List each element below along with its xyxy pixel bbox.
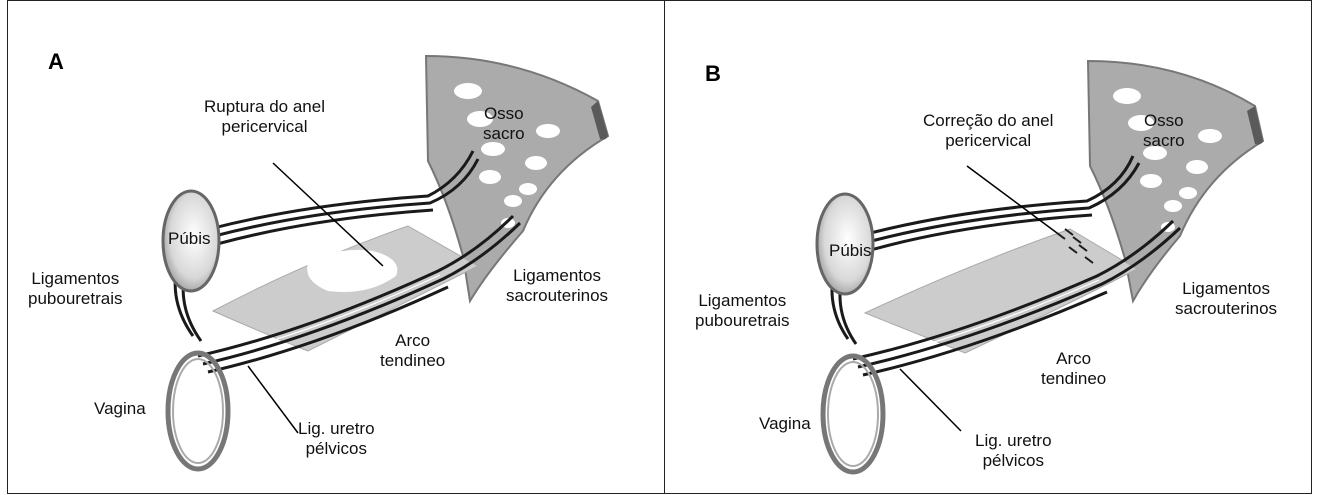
label-vagina: Vagina (759, 414, 811, 434)
panel-label-a: A (48, 49, 64, 75)
label-uterosacral-ligaments: Ligamentos sacrouterinos (506, 266, 608, 306)
label-urethropelvic-ligaments: Lig. uretro pélvicos (298, 419, 375, 459)
label-line: sacrouterinos (1175, 299, 1277, 319)
label-line: sacro (483, 124, 525, 144)
label-line: pubouretrais (28, 289, 123, 309)
label-line: Ligamentos (28, 269, 123, 289)
label-line: tendineo (380, 351, 445, 371)
label-arcus-tendineus: Arco tendineo (380, 331, 445, 371)
label-line: Arco (380, 331, 445, 351)
label-line: Osso (1143, 111, 1185, 131)
label-pubis: Púbis (168, 229, 211, 249)
label-line: sacro (1143, 131, 1185, 151)
label-uterosacral-ligaments: Ligamentos sacrouterinos (1175, 279, 1277, 319)
label-line: sacrouterinos (506, 286, 608, 306)
label-line: Arco (1041, 349, 1106, 369)
label-line: pericervical (204, 117, 325, 137)
label-urethropelvic-ligaments: Lig. uretro pélvicos (975, 431, 1052, 471)
label-line: Osso (483, 104, 525, 124)
label-pubis: Púbis (829, 241, 872, 261)
label-line: Correção do anel (923, 111, 1053, 131)
label-sacrum: Osso sacro (1143, 111, 1185, 151)
panel-b: B Correção do anel pericervical Osso sac… (664, 0, 1312, 494)
label-line: Ruptura do anel (204, 97, 325, 117)
label-pubourethral-ligaments: Ligamentos pubouretrais (695, 291, 790, 331)
label-line: Ligamentos (695, 291, 790, 311)
label-arcus-tendineus: Arco tendineo (1041, 349, 1106, 389)
label-line: pélvicos (298, 439, 375, 459)
label-line: Lig. uretro (975, 431, 1052, 451)
label-defect: Correção do anel pericervical (923, 111, 1053, 151)
label-line: pubouretrais (695, 311, 790, 331)
label-pubourethral-ligaments: Ligamentos pubouretrais (28, 269, 123, 309)
label-line: pericervical (923, 131, 1053, 151)
label-line: pélvicos (975, 451, 1052, 471)
label-line: Ligamentos (506, 266, 608, 286)
label-line: tendineo (1041, 369, 1106, 389)
panel-label-b: B (705, 61, 721, 87)
label-vagina: Vagina (94, 399, 146, 419)
panel-a: A Ruptura do anel pericervical Osso sacr… (7, 0, 665, 494)
label-line: Ligamentos (1175, 279, 1277, 299)
label-line: Lig. uretro (298, 419, 375, 439)
label-sacrum: Osso sacro (483, 104, 525, 144)
label-defect: Ruptura do anel pericervical (204, 97, 325, 137)
